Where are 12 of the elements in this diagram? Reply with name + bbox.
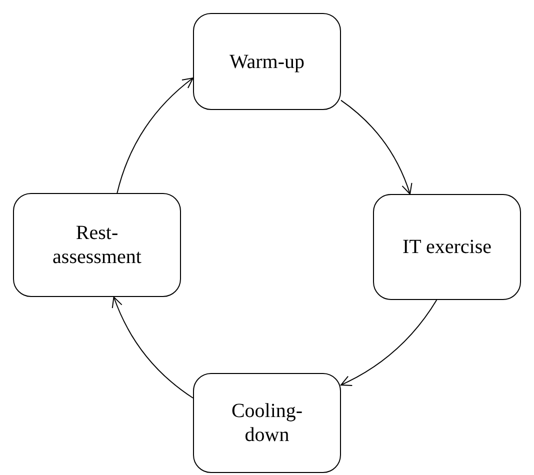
step-label: Warm-up bbox=[229, 50, 305, 74]
curved-arrow bbox=[340, 300, 438, 386]
curved-arrow bbox=[112, 296, 194, 398]
curved-arrow bbox=[340, 100, 412, 194]
step-label: IT exercise bbox=[402, 235, 492, 259]
process-box bbox=[193, 373, 341, 473]
step-label: Rest-assessment bbox=[52, 221, 142, 269]
process-box bbox=[373, 194, 521, 300]
step-label: Cooling-down bbox=[230, 399, 304, 447]
process-box bbox=[193, 13, 341, 110]
process-box bbox=[13, 193, 181, 297]
curved-arrow bbox=[116, 78, 194, 194]
